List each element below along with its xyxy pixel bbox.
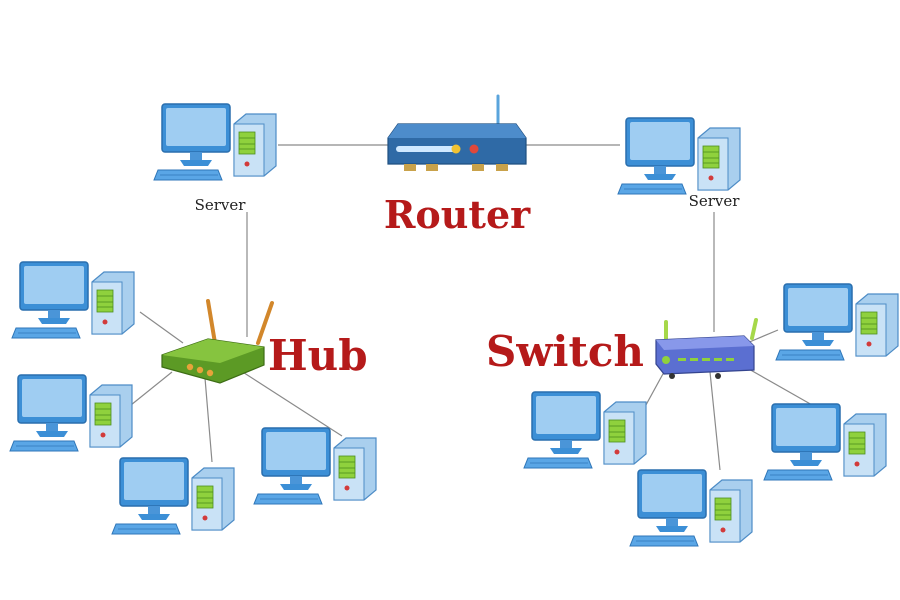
pc-hub-1-computer-icon (11, 261, 135, 339)
link-switch-pc-3 (709, 371, 721, 471)
pc-switch-2-computer-icon (523, 391, 647, 469)
link-hub-pc-4 (237, 368, 343, 437)
pc-switch-4-computer-icon (629, 469, 753, 547)
switch-label: Switch (486, 327, 644, 376)
server-left-computer-icon (153, 103, 277, 181)
switch-icon (655, 318, 758, 379)
pc-hub-2-computer-icon (9, 374, 133, 452)
link-hub-pc-1 (139, 311, 184, 344)
pc-hub-3-computer-icon (111, 457, 235, 535)
pc-hub-4-computer-icon (253, 427, 377, 505)
pc-switch-3-computer-icon (763, 403, 887, 481)
server-right-label: Server (689, 192, 741, 210)
pc-switch-1-computer-icon (775, 283, 899, 361)
router-icon (387, 94, 527, 171)
server-right-computer-icon (617, 117, 741, 195)
hub-label: Hub (268, 331, 368, 380)
router-label: Router (384, 192, 531, 237)
link-hub-pc-2 (130, 371, 173, 406)
link-hub-pc-3 (204, 377, 213, 463)
server-left-label: Server (195, 196, 247, 214)
link-switch-pc-1 (746, 329, 779, 344)
hub-icon (161, 299, 274, 384)
